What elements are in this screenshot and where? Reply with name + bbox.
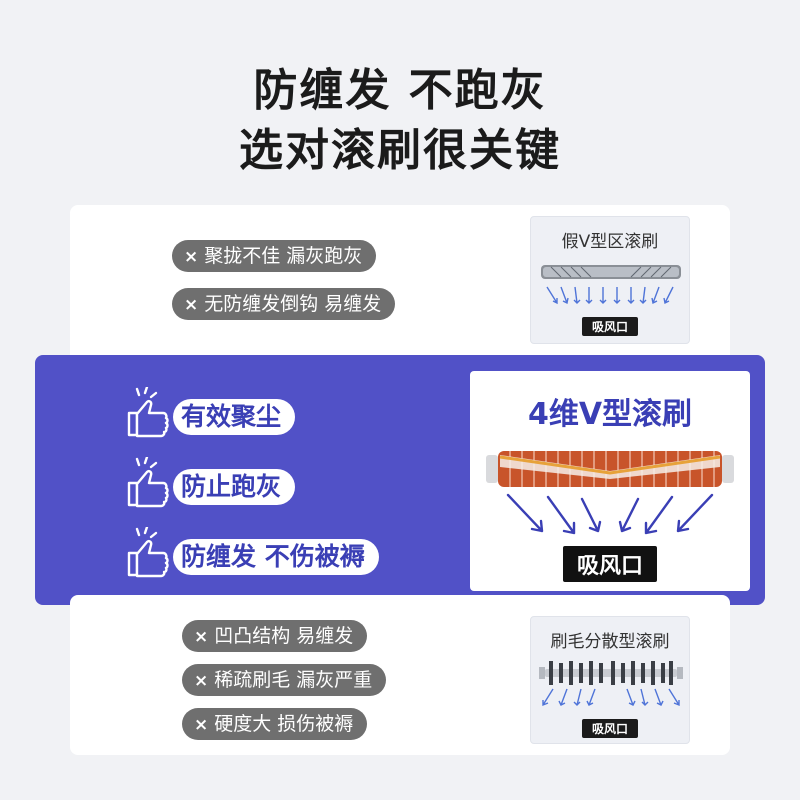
4d-v-roller-illustration: [486, 451, 734, 535]
good-point-label: 有效聚尘: [173, 399, 296, 435]
x-mark-icon: ×: [194, 627, 209, 647]
fake-v-roller-thumbnail: 假V型区滚刷 吸风口: [530, 216, 690, 344]
thumbs-up-icon: [127, 457, 169, 508]
feature-caption: 4维V型滚刷: [527, 397, 693, 432]
bad-point-label: 硬度大 损伤被褥: [214, 713, 354, 735]
bad-point-top-2: ×无防缠发倒钩 易缠发: [172, 288, 396, 320]
bad-point-bottom-3: ×硬度大 损伤被褥: [182, 708, 368, 740]
bad-point-bottom-2: ×稀疏刷毛 漏灰严重: [182, 664, 387, 696]
fake-v-roller-illustration: [541, 265, 681, 305]
thumbs-up-icon: [127, 387, 169, 438]
good-point-label: 防缠发 不伤被褥: [173, 539, 379, 575]
bad-point-top-1: ×聚拢不佳 漏灰跑灰: [172, 240, 377, 272]
x-mark-icon: ×: [184, 247, 199, 267]
bad-point-bottom-1: ×凹凸结构 易缠发: [182, 620, 368, 652]
air-inlet-tag: 吸风口: [562, 546, 658, 582]
headline-line-2: 选对滚刷很关键: [239, 125, 561, 176]
bad-point-label: 无防缠发倒钩 易缠发: [204, 293, 382, 315]
x-mark-icon: ×: [194, 671, 209, 691]
air-inlet-tag: 吸风口: [581, 719, 639, 738]
x-mark-icon: ×: [184, 295, 199, 315]
bad-point-label: 聚拢不佳 漏灰跑灰: [204, 245, 363, 267]
x-mark-icon: ×: [194, 715, 209, 735]
4d-v-roller-panel: 4维V型滚刷 吸风口: [470, 371, 750, 591]
bad-point-label: 凹凸结构 易缠发: [214, 625, 354, 647]
good-point-label: 防止跑灰: [173, 469, 296, 505]
thumbs-up-icon: [127, 527, 169, 578]
thumbnail-caption: 刷毛分散型滚刷: [550, 632, 670, 652]
thumbnail-caption: 假V型区滚刷: [561, 232, 659, 252]
scattered-bristle-roller-illustration: [539, 661, 683, 707]
bad-point-label: 稀疏刷毛 漏灰严重: [214, 669, 373, 691]
scattered-bristle-roller-thumbnail: 刷毛分散型滚刷 吸风口: [530, 616, 690, 744]
air-inlet-tag: 吸风口: [581, 317, 639, 336]
headline-line-1: 防缠发 不跑灰: [253, 65, 547, 116]
